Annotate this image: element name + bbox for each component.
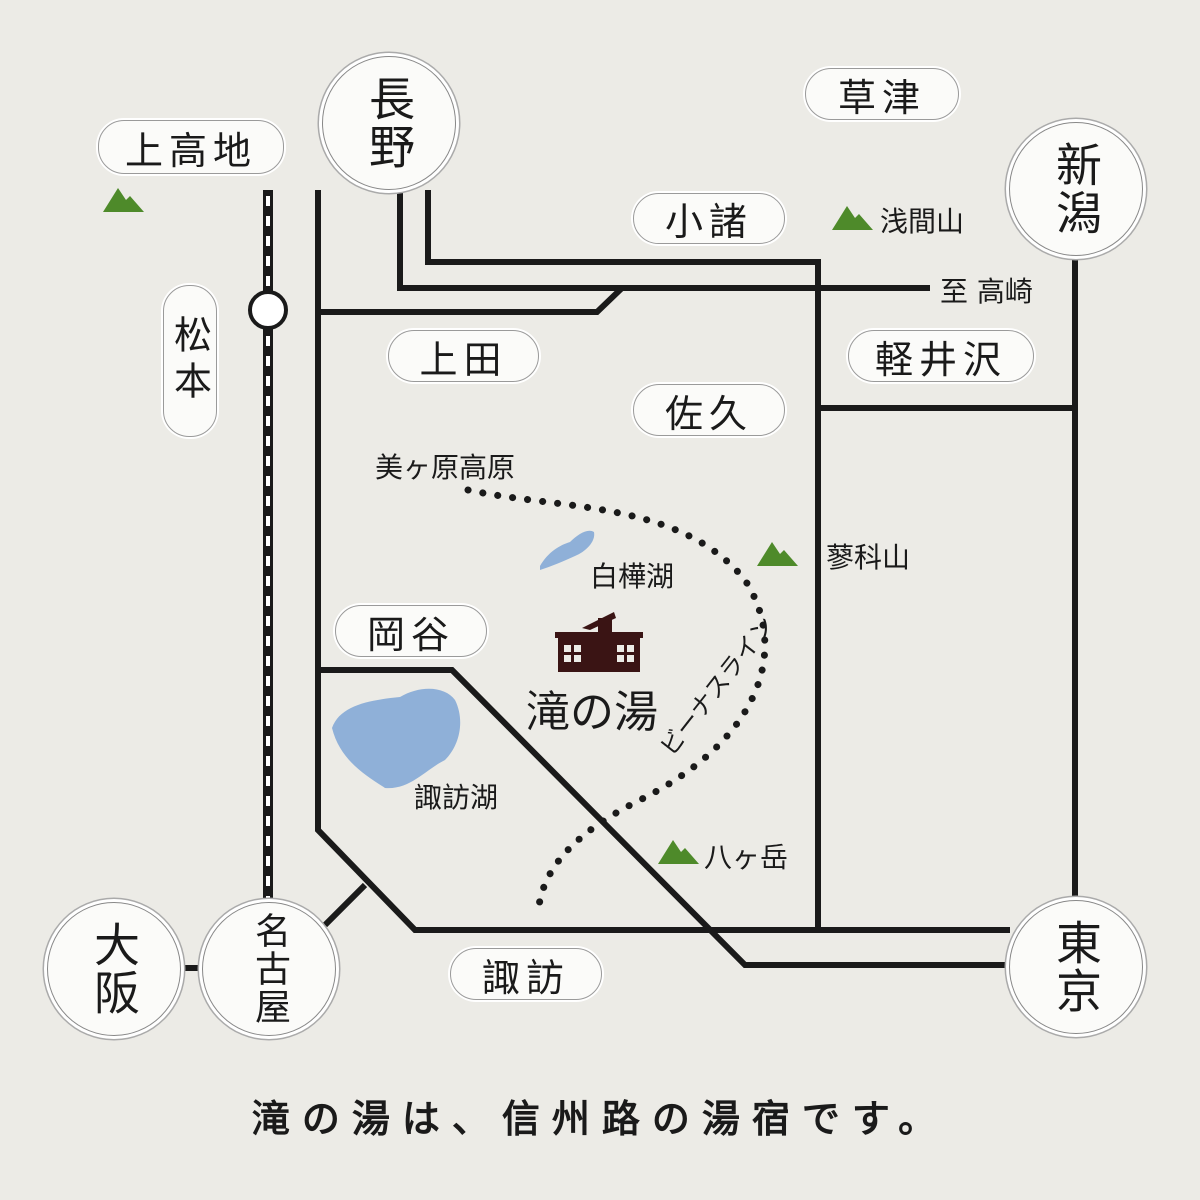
- label-yatsugatake: 八ヶ岳: [704, 841, 789, 874]
- label-tateshina: 蓼科山: [826, 541, 911, 574]
- label-utsukushigahara: 美ヶ原高原: [375, 451, 516, 484]
- city-osaka[interactable]: 大阪: [47, 902, 181, 1036]
- label-asama: 浅間山: [880, 205, 965, 238]
- mountain-icon: [832, 206, 873, 230]
- expressway: [318, 667, 1010, 968]
- venus-line-route: [464, 486, 769, 919]
- rail-line-ueda: [318, 285, 625, 315]
- tagline: 滝の湯は、信州路の湯宿です。: [251, 1096, 949, 1141]
- onsen-inn-icon: [555, 612, 643, 672]
- city-nagoya[interactable]: 名古屋: [202, 902, 336, 1036]
- town-kusatsu[interactable]: 草津: [805, 68, 959, 120]
- town-kamikochi[interactable]: 上高地: [98, 120, 284, 174]
- lake-shirakaba: [540, 530, 595, 570]
- town-ueda[interactable]: 上田: [388, 330, 539, 382]
- town-okaya[interactable]: 岡谷: [335, 605, 487, 657]
- label-shirakabako: 白樺湖: [590, 560, 675, 593]
- label-to-takasaki: 至 高崎: [940, 275, 1033, 308]
- mountain-icon: [757, 542, 798, 566]
- link-nagoya: [322, 882, 368, 928]
- city-tokyo[interactable]: 東京: [1009, 900, 1143, 1034]
- town-komoro[interactable]: 小諸: [633, 193, 785, 244]
- mountain-icon: [658, 840, 699, 864]
- mountain-icon: [103, 188, 144, 212]
- town-suwa[interactable]: 諏訪: [450, 948, 602, 1000]
- city-niigata[interactable]: 新潟: [1009, 122, 1143, 256]
- town-karuizawa[interactable]: 軽井沢: [848, 330, 1034, 382]
- lake-suwa: [332, 688, 461, 789]
- city-nagano[interactable]: 長野: [322, 56, 456, 190]
- label-suwako: 諏訪湖: [414, 781, 499, 814]
- town-saku[interactable]: 佐久: [633, 384, 785, 436]
- inn-name: 滝の湯: [526, 687, 658, 738]
- town-matsumoto[interactable]: 松本: [163, 285, 217, 437]
- rail-line-takasaki: [397, 190, 930, 291]
- rail-line-saku: [425, 190, 821, 930]
- matsumoto-station: [248, 290, 288, 330]
